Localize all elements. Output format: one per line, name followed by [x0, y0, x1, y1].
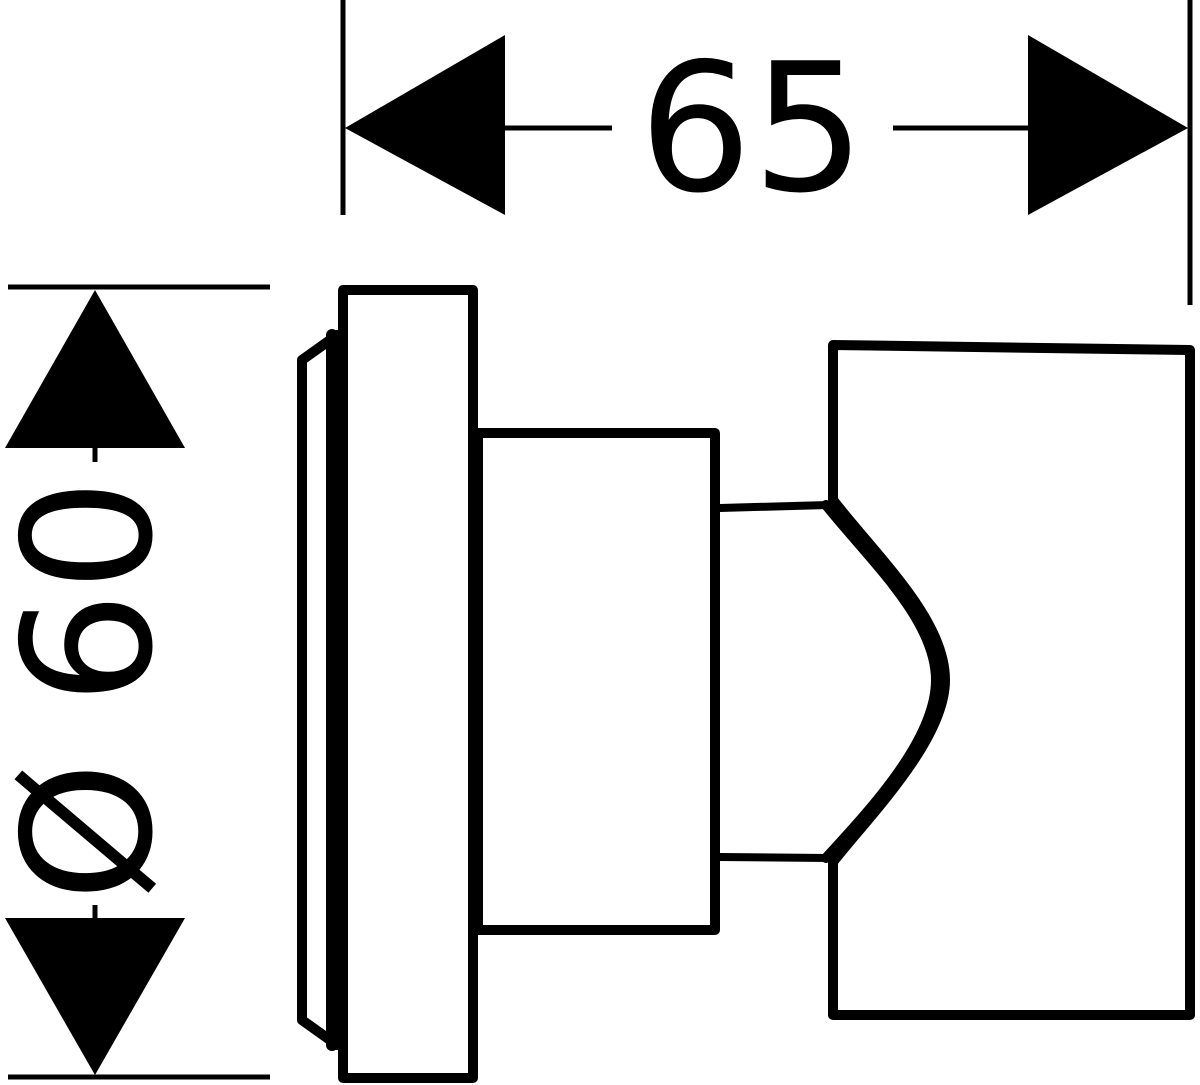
part-outline: [297, 285, 1195, 1083]
diameter-dimension-label: Ø 60: [0, 478, 192, 901]
wall-rosette: [297, 330, 342, 1050]
arrowhead-top: [5, 290, 185, 448]
handle-neck: [716, 501, 832, 512]
arrowhead-bottom: [5, 918, 185, 1075]
handle-grip: [828, 340, 1195, 1020]
rosette-flange: [338, 285, 478, 1083]
handle-neck-bottom: [716, 853, 832, 862]
handle-grip-curve-edge: [821, 500, 941, 863]
width-dimension-label: 65: [639, 25, 866, 232]
arrowhead-right: [1028, 35, 1188, 215]
escutcheon-body: [473, 428, 720, 935]
diameter-dimension: [5, 284, 270, 1080]
arrowhead-left: [345, 35, 505, 215]
width-dimension: [340, 0, 1193, 305]
